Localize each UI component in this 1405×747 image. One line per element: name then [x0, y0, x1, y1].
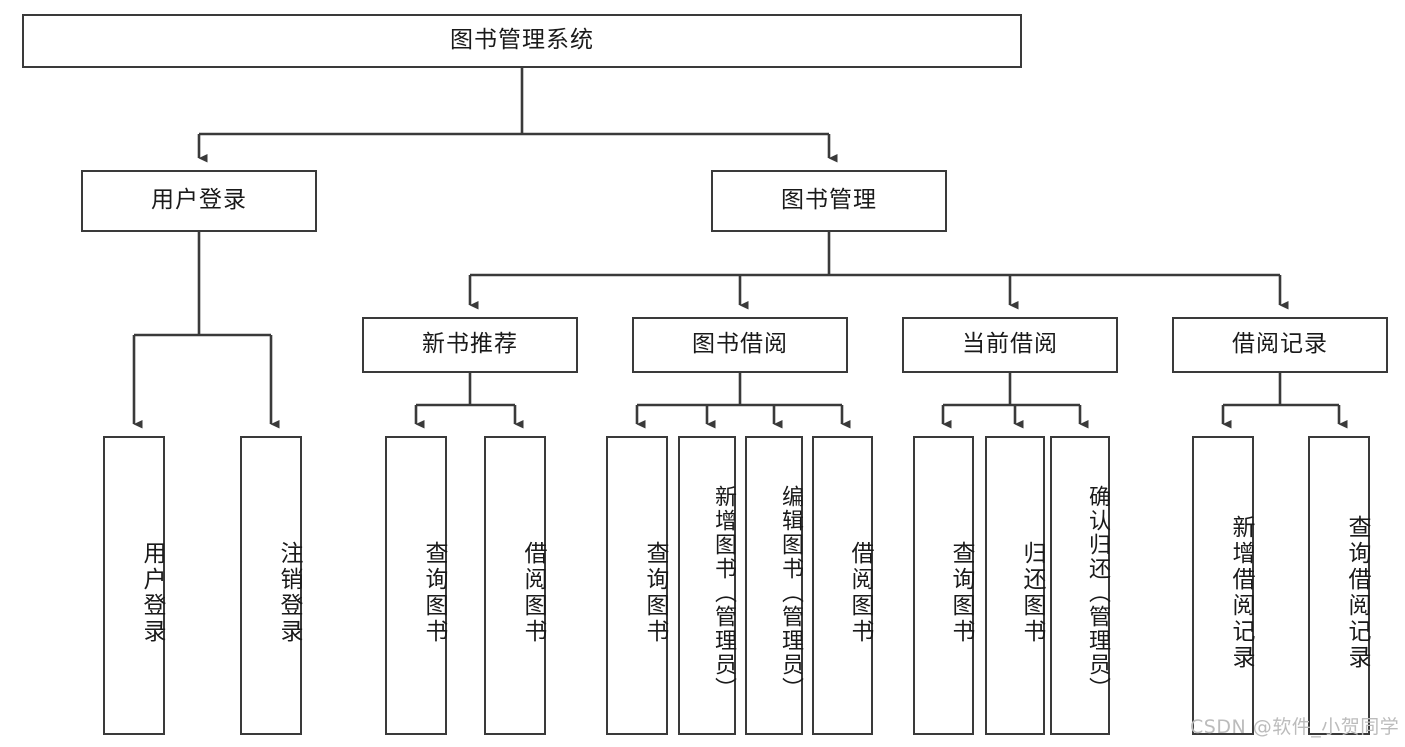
node-leaf-edit-book[interactable]: 编辑图书（管理员）: [745, 436, 803, 735]
node-book-borrow[interactable]: 图书借阅: [632, 317, 848, 373]
node-new-book-recommend[interactable]: 新书推荐: [362, 317, 578, 373]
node-leaf-confirm-return[interactable]: 确认归还（管理员）: [1050, 436, 1110, 735]
node-leaf-query-book-3[interactable]: 查询图书: [913, 436, 974, 735]
node-leaf-query-book-1[interactable]: 查询图书: [385, 436, 447, 735]
node-leaf-borrow-book-1[interactable]: 借阅图书: [484, 436, 546, 735]
node-user-login[interactable]: 用户登录: [81, 170, 317, 232]
node-leaf-add-record[interactable]: 新增借阅记录: [1192, 436, 1254, 735]
node-leaf-return-book[interactable]: 归还图书: [985, 436, 1045, 735]
node-leaf-query-book-2[interactable]: 查询图书: [606, 436, 668, 735]
node-leaf-user-login[interactable]: 用户登录: [103, 436, 165, 735]
node-borrow-record[interactable]: 借阅记录: [1172, 317, 1388, 373]
node-current-borrow[interactable]: 当前借阅: [902, 317, 1118, 373]
node-leaf-user-logout[interactable]: 注销登录: [240, 436, 302, 735]
node-leaf-add-book[interactable]: 新增图书（管理员）: [678, 436, 736, 735]
node-leaf-borrow-book-2[interactable]: 借阅图书: [812, 436, 873, 735]
node-leaf-query-record[interactable]: 查询借阅记录: [1308, 436, 1370, 735]
node-book-management[interactable]: 图书管理: [711, 170, 947, 232]
watermark-csdn: CSDN @软件_小贺同学: [1190, 716, 1400, 738]
node-root-system[interactable]: 图书管理系统: [22, 14, 1022, 68]
